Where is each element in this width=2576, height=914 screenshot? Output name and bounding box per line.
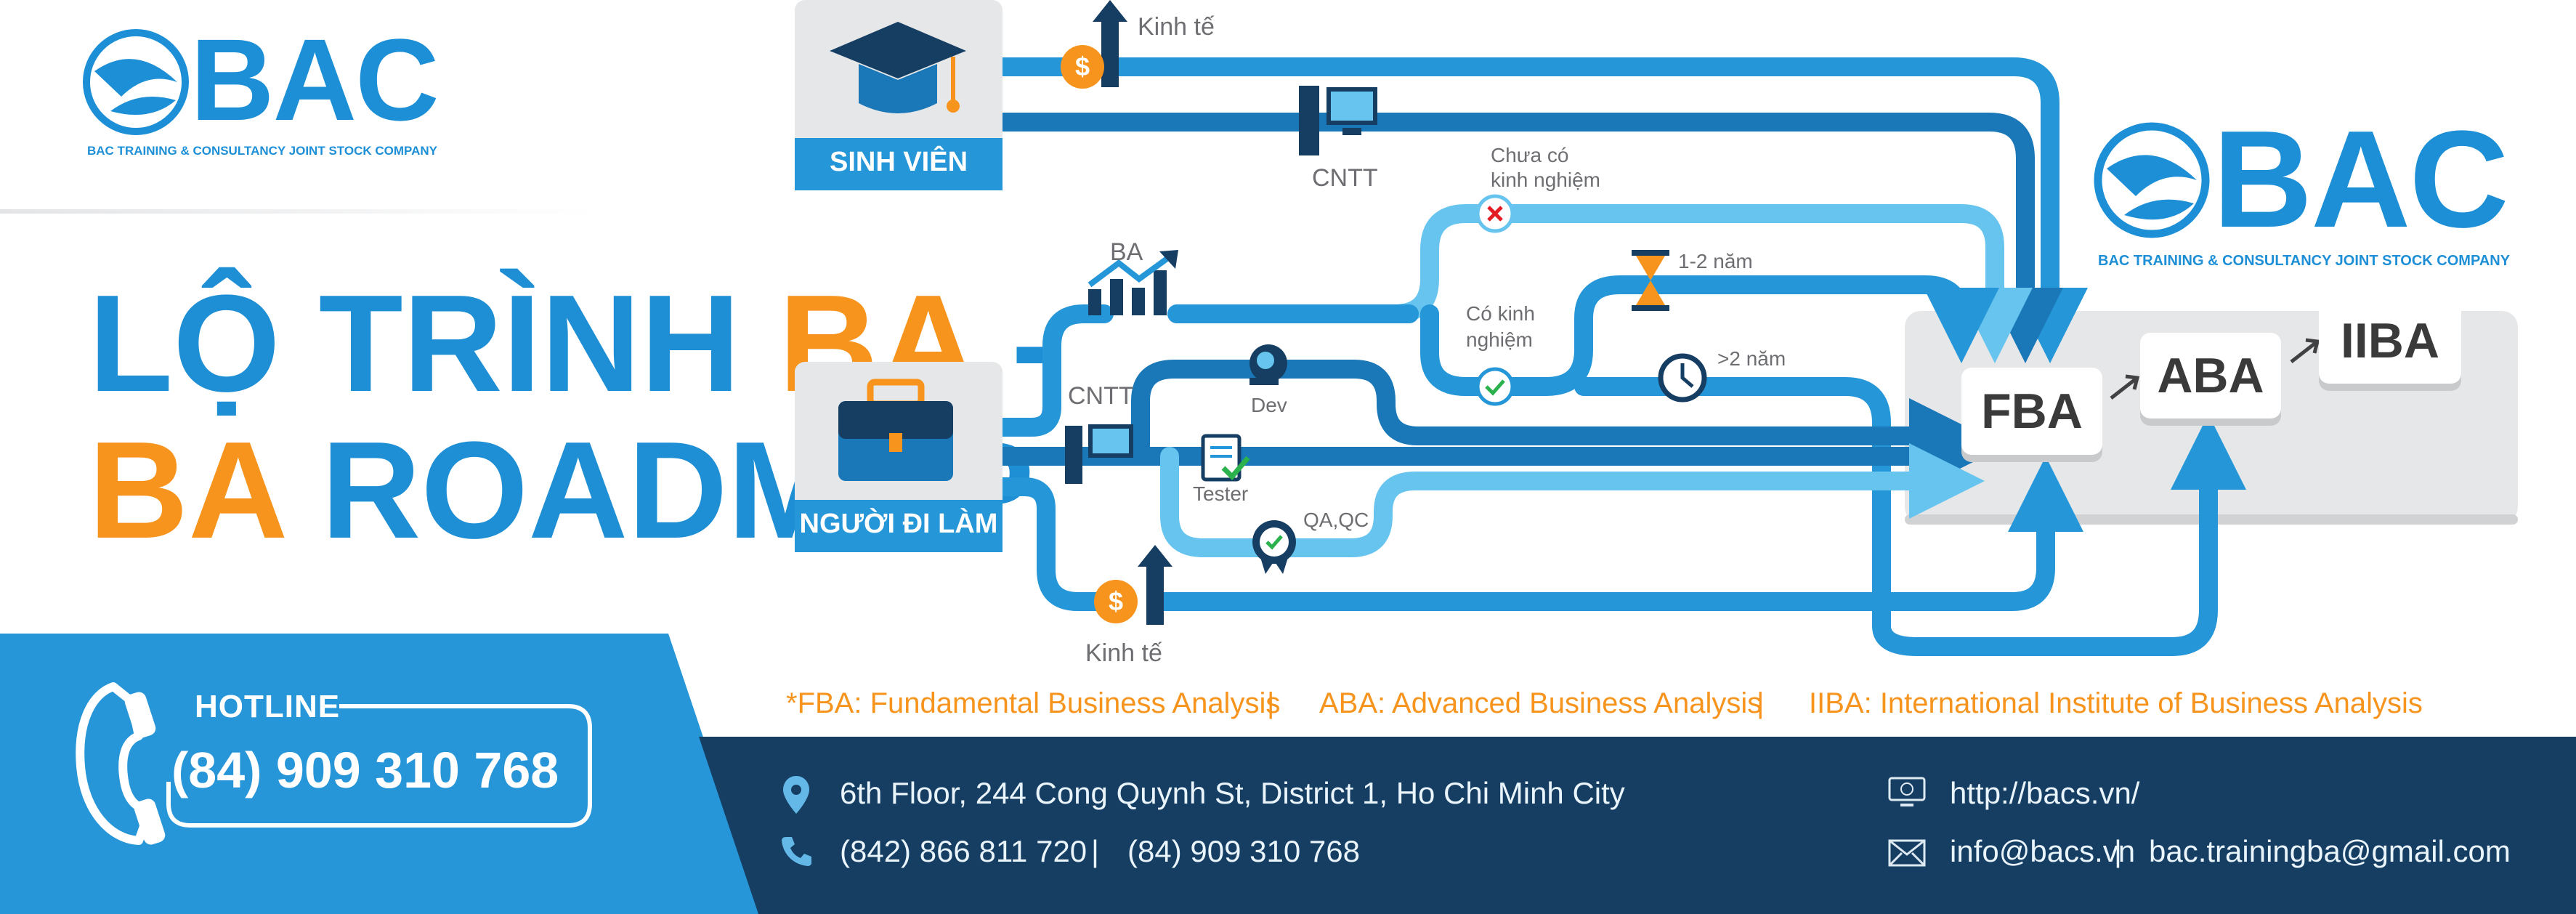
label-dev: Dev xyxy=(1251,394,1287,416)
path-tester xyxy=(1160,443,1985,557)
svg-text:$: $ xyxy=(1075,52,1090,81)
path-worker-down xyxy=(993,477,1121,611)
clock-icon xyxy=(1658,353,1707,403)
phone-2[interactable]: (84) 909 310 768 xyxy=(1127,834,1360,868)
path-worker-economics xyxy=(1153,456,2083,611)
footer-bar xyxy=(699,737,2576,914)
email-1[interactable]: info@bacs.vn xyxy=(1950,834,2136,868)
label-no-experience-2: kinh nghiệm xyxy=(1491,169,1600,191)
cert-aba[interactable]: ABA xyxy=(2140,333,2281,418)
header-divider xyxy=(0,209,596,214)
roadmap-diagram: $ xyxy=(795,0,2518,656)
label-tester: Tester xyxy=(1193,482,1249,505)
graduation-cap-icon xyxy=(830,22,966,113)
card-student-label: SINH VIÊN xyxy=(829,147,968,177)
has-experience-icon xyxy=(1475,367,1515,406)
hotline-number[interactable]: (84) 909 310 768 xyxy=(171,742,559,798)
address-text: 6th Floor, 244 Cong Quynh St, District 1… xyxy=(840,776,1625,810)
monitor-icon xyxy=(1888,777,1926,806)
label-economics-top: Kinh tế xyxy=(1138,13,1215,41)
cert-iiba[interactable]: IIBA xyxy=(2319,298,2461,384)
path-no-experience xyxy=(1167,204,2033,363)
hotline-label: HOTLINE xyxy=(195,689,341,724)
cert-progress-arrows xyxy=(2110,338,2320,400)
phone-icon xyxy=(76,682,166,845)
email-separator: | xyxy=(2114,834,2122,868)
path-student-economics xyxy=(993,57,2088,363)
title-line2-a: BA xyxy=(89,413,283,567)
logo-subtitle: BAC TRAINING & CONSULTANCY JOINT STOCK C… xyxy=(87,144,437,158)
path-has-experience xyxy=(1420,275,1999,396)
legend-fba: *FBA: Fundamental Business Analysis xyxy=(786,687,1281,719)
cert-fba[interactable]: FBA xyxy=(1961,368,2102,455)
legend-separator-1: | xyxy=(1267,687,1275,719)
right-logo-subtitle: BAC TRAINING & CONSULTANCY JOINT STOCK C… xyxy=(2098,253,2511,269)
label-no-experience-1: Chưa có xyxy=(1491,144,1569,166)
label-ba: BA xyxy=(1110,238,1143,266)
email-2[interactable]: bac.trainingba@gmail.com xyxy=(2149,834,2511,868)
label-more-2-years: >2 năm xyxy=(1717,347,1786,370)
location-pin-icon xyxy=(783,776,809,814)
label-qa-qc: QA,QC xyxy=(1303,509,1369,531)
svg-text:$: $ xyxy=(1109,586,1123,616)
path-dev xyxy=(1131,360,1985,474)
label-has-experience-1: Có kinh xyxy=(1466,302,1535,325)
developer-icon xyxy=(1249,344,1287,385)
label-1-2-years: 1-2 năm xyxy=(1678,250,1753,272)
legend-aba: ABA: Advanced Business Analysis xyxy=(1319,687,1762,719)
right-logo-swirl-icon xyxy=(2094,122,2210,238)
computer-icon-mid xyxy=(1065,424,1133,484)
hotline-frame xyxy=(166,704,592,828)
path-student-it xyxy=(993,113,2063,363)
dollar-icon-bottom: $ xyxy=(1094,545,1172,625)
legend-iiba: IIBA: International Institute of Busines… xyxy=(1809,687,2423,719)
brand-logo: BAC BAC TRAINING & CONSULTANCY JOINT STO… xyxy=(81,22,440,160)
label-it-top: CNTT xyxy=(1312,164,1378,192)
website-link[interactable]: http://bacs.vn/ xyxy=(1950,776,2140,810)
logo-swirl-icon xyxy=(83,29,189,135)
path-more-2-years xyxy=(1574,377,2246,656)
logo-wordmark: BAC xyxy=(190,15,440,145)
phone-1[interactable]: (842) 866 811 720 xyxy=(840,834,1087,868)
card-worker-label: NGƯỜI ĐI LÀM xyxy=(799,509,998,539)
briefcase-icon xyxy=(838,379,953,481)
no-experience-icon xyxy=(1475,194,1515,233)
phone-separator: | xyxy=(1091,834,1099,868)
path-worker-up xyxy=(993,304,1114,437)
growth-chart-icon xyxy=(1087,250,1178,315)
label-it-mid: CNTT xyxy=(1068,382,1134,410)
label-economics-bottom: Kinh tế xyxy=(1085,639,1162,667)
legend-separator-2: | xyxy=(1757,687,1765,719)
email-icon xyxy=(1888,839,1926,867)
tester-icon xyxy=(1201,434,1250,482)
quality-badge-icon xyxy=(1252,520,1296,574)
phone-small-icon xyxy=(782,837,811,866)
hourglass-icon xyxy=(1632,250,1669,311)
title-line1-a: LỘ TRÌNH xyxy=(89,267,779,421)
right-logo-wordmark: BAC xyxy=(2213,102,2509,256)
label-has-experience-2: nghiệm xyxy=(1466,328,1533,351)
computer-icon-top xyxy=(1299,86,1377,155)
dollar-icon-top: $ xyxy=(1061,0,1127,89)
hotline-background xyxy=(0,634,763,914)
